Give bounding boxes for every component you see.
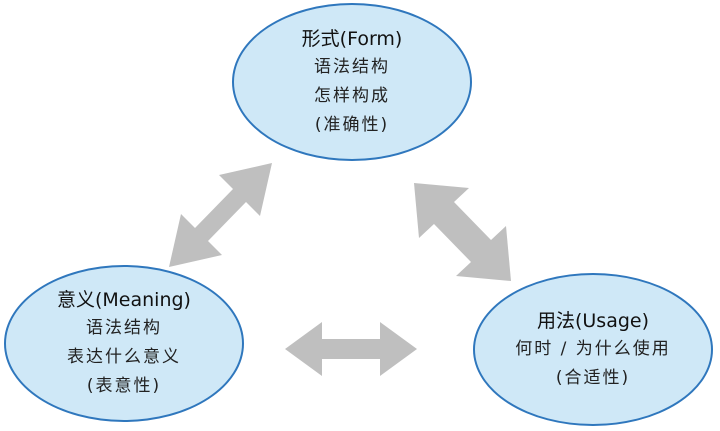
form-line-2: 怎样构成	[314, 85, 390, 106]
meaning-node: 意义(Meaning) 语法结构 表达什么意义 (表意性)	[4, 265, 244, 422]
usage-line-2: (合适性)	[555, 367, 631, 388]
usage-line-1: 何时 / 为什么使用	[515, 338, 671, 359]
meaning-title: 意义(Meaning)	[57, 289, 191, 311]
form-title: 形式(Form)	[301, 27, 403, 50]
double-arrow-meaning-usage	[285, 322, 417, 376]
meaning-line-3: (表意性)	[86, 376, 162, 396]
meaning-line-2: 表达什么意义	[67, 347, 181, 367]
form-line-1: 语法结构	[314, 56, 390, 77]
double-arrow-form-meaning	[169, 163, 272, 267]
double-arrow-form-usage	[414, 183, 511, 281]
form-node: 形式(Form) 语法结构 怎样构成 (准确性)	[232, 3, 472, 161]
usage-title: 用法(Usage)	[536, 309, 650, 332]
usage-node: 用法(Usage) 何时 / 为什么使用 (合适性)	[473, 273, 713, 426]
form-line-3: (准确性)	[314, 114, 390, 135]
meaning-line-1: 语法结构	[86, 318, 162, 338]
